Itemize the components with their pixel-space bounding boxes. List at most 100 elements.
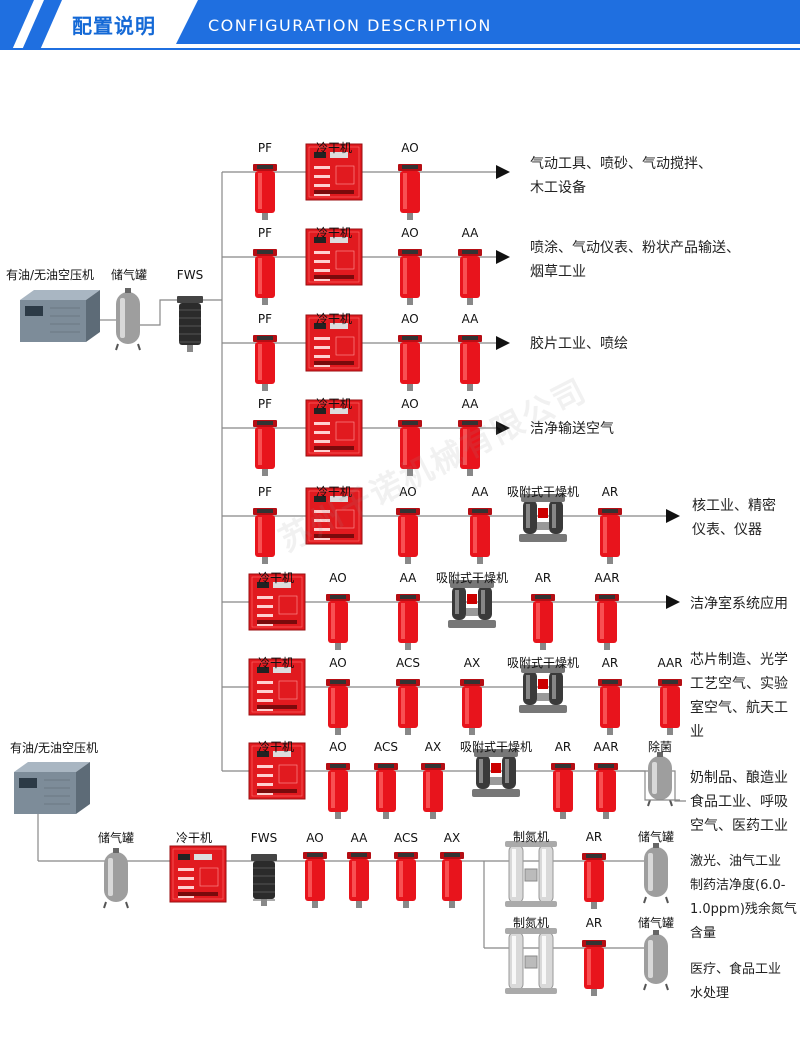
component-label: 吸附式干燥机: [506, 656, 580, 670]
component-label: AA: [461, 312, 479, 326]
component-label: FWS: [250, 831, 278, 845]
component-label: AX: [443, 831, 461, 845]
application-line: 胶片工业、喷绘: [530, 336, 628, 352]
filter-red: [253, 508, 277, 564]
filter-red: [595, 594, 619, 650]
filter-red: [326, 679, 350, 735]
application-line: 洁净输送空气: [530, 421, 614, 437]
filter-fws: [177, 296, 203, 352]
refrigerated-dryer: [305, 487, 363, 545]
adsorption-dryer: [519, 665, 567, 713]
component-label: 冷干机: [315, 312, 353, 326]
filter-red: [598, 679, 622, 735]
flow-arrow: [666, 595, 680, 609]
nitrogen-tank: [643, 843, 669, 904]
application-line: 医疗、食品工业: [690, 962, 782, 977]
component-label: AO: [401, 226, 419, 240]
component-label: 冷干机: [175, 831, 213, 845]
filter-red: [582, 853, 606, 909]
application-text: 医疗、食品工业水处理: [690, 958, 781, 1006]
flow-arrow: [496, 165, 510, 179]
filter-red: [531, 594, 555, 650]
filter-red: [458, 249, 482, 305]
component-label: AX: [424, 740, 442, 754]
filter-red: [658, 679, 682, 735]
filter-red: [421, 763, 445, 819]
refrigerated-dryer: [305, 228, 363, 286]
component-label: AO: [329, 740, 347, 754]
filter-red: [398, 164, 422, 220]
filter-red: [394, 852, 418, 908]
filter-red: [582, 940, 606, 996]
refrigerated-dryer: [248, 742, 306, 800]
filter-red: [458, 335, 482, 391]
filter-red: [594, 763, 618, 819]
application-line: 奶制品、酿造业: [690, 770, 788, 786]
section-header: 配置说明 CONFIGURATION DESCRIPTION: [0, 0, 800, 50]
filter-red: [396, 508, 420, 564]
filter-red: [460, 679, 484, 735]
flow-arrow: [496, 336, 510, 350]
section-title-en: CONFIGURATION DESCRIPTION: [208, 16, 492, 35]
application-line: 仪表、仪器: [692, 522, 762, 538]
flow-arrow: [496, 250, 510, 264]
component-label: AX: [463, 656, 481, 670]
application-line: 1.0ppm)残余氮气: [690, 902, 797, 917]
application-line: 含量: [690, 926, 717, 941]
component-label: 吸附式干燥机: [506, 485, 580, 499]
filter-fws: [251, 854, 277, 906]
filter-red: [303, 852, 327, 908]
component-label: 冷干机: [257, 656, 295, 670]
application-line: 激光、油气工业: [690, 854, 782, 869]
component-label: AA: [471, 485, 489, 499]
component-label: AR: [534, 571, 552, 585]
flow-arrow: [666, 509, 680, 523]
pipe-line: [140, 299, 177, 326]
filter-red: [396, 594, 420, 650]
application-line: 洁净室系统应用: [690, 596, 788, 612]
refrigerated-dryer: [305, 399, 363, 457]
nitrogen-generator: [505, 928, 557, 994]
application-text: 洁净输送空气: [530, 417, 614, 441]
component-label: AA: [461, 226, 479, 240]
pipe-line: [672, 770, 686, 802]
flow-arrow: [496, 421, 510, 435]
section-title-cn: 配置说明: [72, 14, 156, 38]
filter-red: [326, 763, 350, 819]
application-line: 喷涂、气动仪表、粉状产品输送、: [530, 240, 740, 256]
filter-red: [398, 420, 422, 476]
application-line: 空气、医药工业: [690, 818, 788, 834]
filter-red: [253, 164, 277, 220]
air-tank: [103, 848, 129, 909]
component-label: ACS: [394, 831, 418, 845]
component-label: 冷干机: [315, 226, 353, 240]
application-text: 洁净室系统应用: [690, 592, 788, 616]
application-text: 激光、油气工业制药洁净度(6.0-1.0ppm)残余氮气含量: [690, 850, 797, 946]
filter-red: [326, 594, 350, 650]
application-line: 烟草工业: [530, 264, 586, 280]
component-label: 冷干机: [257, 740, 295, 754]
filter-red: [253, 335, 277, 391]
component-label: ACS: [396, 656, 420, 670]
refrigerated-dryer: [248, 658, 306, 716]
component-label: 储气罐: [637, 830, 675, 844]
application-line: 水处理: [690, 986, 730, 1001]
application-text: 胶片工业、喷绘: [530, 332, 628, 356]
filter-red: [347, 852, 371, 908]
component-label: PF: [257, 397, 273, 411]
component-label: AR: [585, 916, 603, 930]
application-text: 核工业、精密仪表、仪器: [692, 494, 776, 542]
component-label: AO: [401, 312, 419, 326]
filter-red: [440, 852, 464, 908]
application-line: 室空气、航天工: [690, 700, 788, 716]
component-label: AR: [601, 485, 619, 499]
component-label: 冷干机: [315, 485, 353, 499]
filter-red: [253, 420, 277, 476]
application-text: 芯片制造、光学工艺空气、实验室空气、航天工业: [690, 648, 788, 744]
air-compressor: [20, 290, 100, 342]
application-text: 奶制品、酿造业食品工业、呼吸空气、医药工业: [690, 766, 788, 838]
component-label: 冷干机: [315, 397, 353, 411]
filter-red: [374, 763, 398, 819]
